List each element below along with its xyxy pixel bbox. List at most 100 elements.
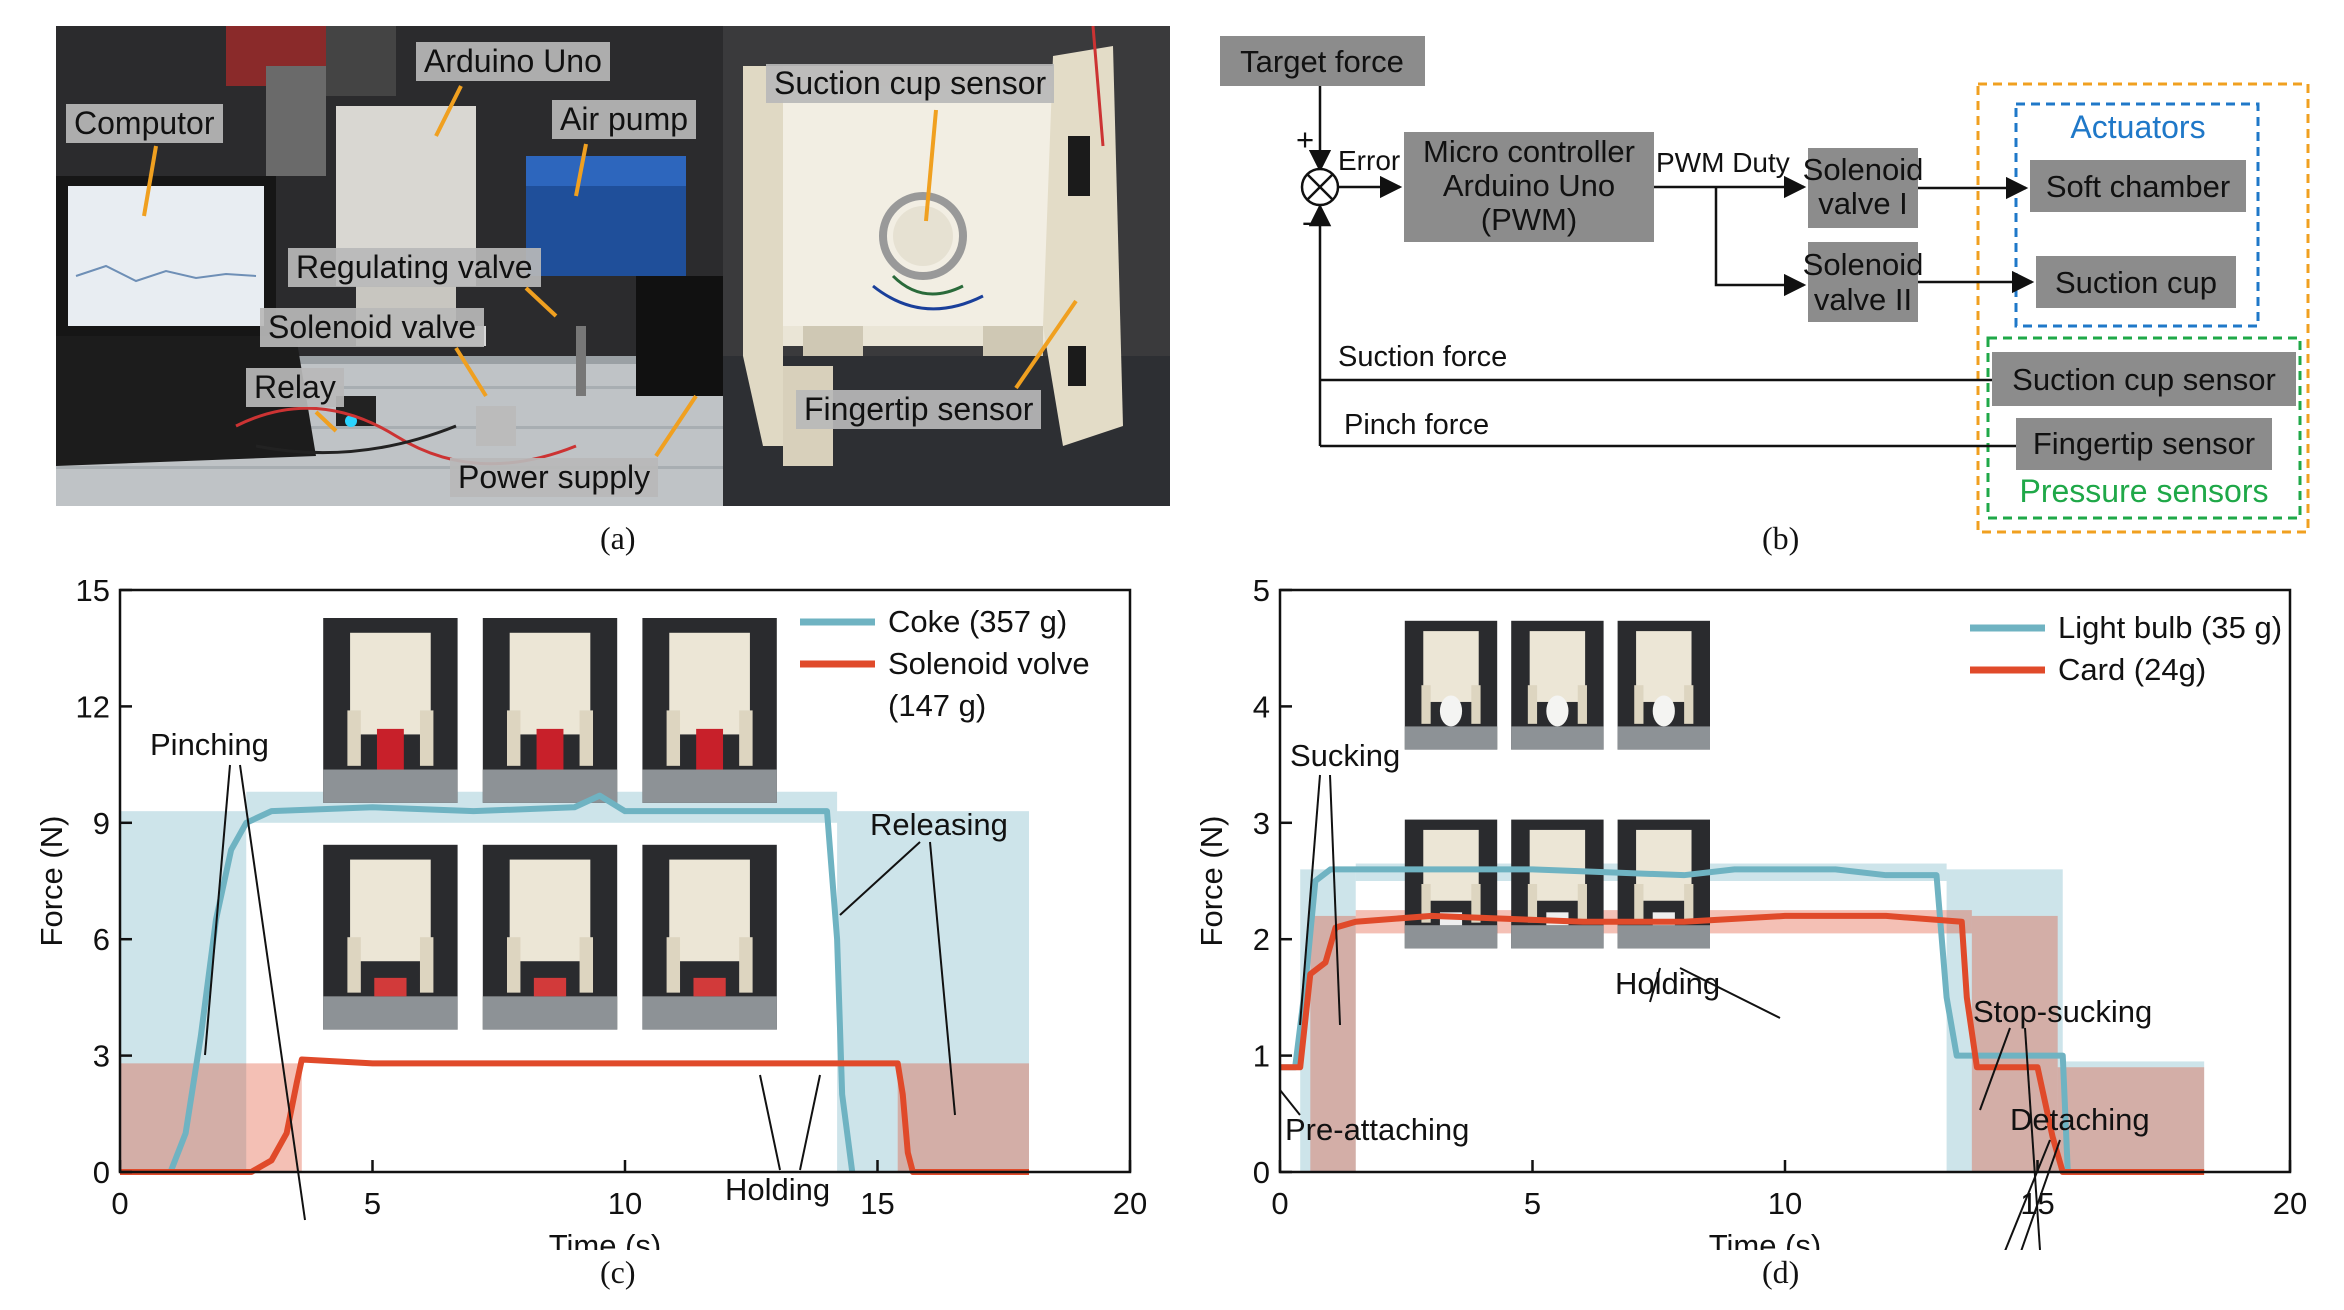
suction-force-label: Suction force bbox=[1338, 341, 1507, 373]
fingertip-sensor-box bbox=[2016, 418, 2272, 470]
annotation-stop_sucking: Stop-sucking bbox=[1973, 994, 2152, 1029]
minus-sign: - bbox=[1302, 204, 1312, 239]
label-regulating-valve: Regulating valve bbox=[288, 248, 541, 287]
chart-d: 05101520012345Time (s)Force (N)Light bul… bbox=[1194, 573, 2307, 1250]
suction-cup-sensor-box bbox=[1992, 352, 2296, 406]
label-power-supply: Power supply bbox=[450, 458, 659, 497]
suction-cup-sensor-label: Suction cup sensor bbox=[2012, 362, 2276, 397]
target-force-box bbox=[1220, 36, 1425, 86]
valve1-line-1: Solenoid bbox=[1803, 152, 1924, 187]
shaded-region-7 bbox=[2057, 1067, 2205, 1172]
shaded-region-3 bbox=[2062, 1061, 2205, 1172]
y-axis-label: Force (N) bbox=[1194, 816, 1229, 947]
annotation-leader-detaching-0 bbox=[2004, 1139, 2051, 1250]
panel-b-block-diagram: Target force + - Error Micro controller … bbox=[1220, 36, 2310, 534]
inset-photo-0 bbox=[1404, 620, 1498, 750]
x-tick-label-2: 10 bbox=[608, 1186, 642, 1221]
shaded-region-6 bbox=[1971, 915, 2058, 1172]
soft-chamber-label: Soft chamber bbox=[2046, 169, 2230, 204]
annotation-leader-holding-0 bbox=[759, 1074, 781, 1171]
y-tick-label-3: 3 bbox=[1253, 806, 1270, 841]
series-line-0 bbox=[1280, 866, 2071, 1173]
inset-photo-4 bbox=[1511, 819, 1604, 949]
soft-chamber-box bbox=[2030, 160, 2246, 212]
target-force-label: Target force bbox=[1240, 44, 1404, 79]
legend-label-1-1: (147 g) bbox=[888, 688, 986, 723]
legend-label-1: Card (24g) bbox=[2058, 652, 2206, 687]
solenoid-valve-1-box bbox=[1808, 148, 1918, 228]
label-solenoid-valve: Solenoid valve bbox=[260, 308, 485, 347]
y-tick-label-4: 12 bbox=[76, 689, 110, 724]
annotation-holding: Holding bbox=[725, 1172, 830, 1207]
inset-photo-4 bbox=[482, 844, 618, 1030]
suction-cup-label: Suction cup bbox=[2055, 265, 2217, 300]
x-tick-label-3: 15 bbox=[860, 1186, 894, 1221]
series-line-1 bbox=[120, 1056, 1029, 1175]
caption-b: (b) bbox=[1762, 520, 1800, 556]
x-tick-label-4: 20 bbox=[1113, 1186, 1147, 1221]
inset-photo-3 bbox=[323, 844, 458, 1030]
annotation-leader-holding-1 bbox=[799, 1074, 821, 1171]
inset-photo-5 bbox=[642, 844, 777, 1030]
shaded-region-4 bbox=[897, 1063, 1029, 1172]
caption-d: (d) bbox=[1762, 1254, 1800, 1290]
annotation-leader-holding-0 bbox=[1649, 967, 1661, 1003]
caption-c: (c) bbox=[600, 1254, 636, 1290]
controller-line-1: Micro controller bbox=[1423, 134, 1635, 169]
legend-label-0: Coke (357 g) bbox=[888, 604, 1067, 639]
panel-a: Computor Arduino Uno Air pump Regulating… bbox=[56, 26, 1170, 506]
annotation-leader-releasing-1 bbox=[929, 841, 956, 1116]
annotation-leader-detaching-1 bbox=[2020, 1139, 2061, 1250]
annotation-leader-holding-1 bbox=[1679, 967, 1781, 1019]
error-label: Error bbox=[1338, 145, 1400, 176]
solenoid-valve-2-box bbox=[1808, 242, 1918, 322]
valve1-line-2: valve I bbox=[1818, 186, 1908, 221]
annotation-leader-pre_attaching-0 bbox=[1279, 1089, 1301, 1116]
x-tick-label-0: 0 bbox=[1271, 1186, 1288, 1221]
annotation-detaching: Detaching bbox=[2010, 1102, 2150, 1137]
annotation-sucking: Sucking bbox=[1290, 738, 1400, 773]
actuators-dashed-box bbox=[2014, 102, 2260, 328]
inset-photo-3 bbox=[1404, 819, 1498, 949]
y-tick-label-1: 3 bbox=[93, 1039, 110, 1074]
annotation-leader-sucking-0 bbox=[1299, 774, 1321, 1026]
annotation-leader-sucking-1 bbox=[1329, 774, 1341, 1026]
controller-line-3: (PWM) bbox=[1481, 202, 1577, 237]
y-tick-label-2: 6 bbox=[93, 922, 110, 957]
y-tick-label-1: 1 bbox=[1253, 1039, 1270, 1074]
plus-sign: + bbox=[1296, 122, 1314, 157]
annotation-leader-stop_sucking-0 bbox=[1979, 1027, 2011, 1111]
pinch-force-label: Pinch force bbox=[1344, 409, 1489, 441]
x-axis-label: Time (s) bbox=[1709, 1228, 1822, 1250]
valve2-line-2: valve II bbox=[1814, 282, 1912, 317]
suction-cup-box bbox=[2036, 256, 2236, 308]
outer-dashed-box bbox=[1976, 82, 2310, 534]
y-tick-label-5: 5 bbox=[1253, 573, 1270, 608]
y-tick-label-5: 15 bbox=[76, 573, 110, 608]
pressure-dashed-box bbox=[1986, 336, 2302, 520]
panel-a-leaders bbox=[142, 85, 1078, 458]
inset-photo-0 bbox=[323, 618, 458, 803]
controller-box bbox=[1404, 132, 1654, 242]
controller-line-2: Arduino Uno bbox=[1443, 168, 1615, 203]
x-tick-label-1: 5 bbox=[364, 1186, 381, 1221]
y-axis-label: Force (N) bbox=[34, 816, 69, 947]
label-suction-cup-sensor: Suction cup sensor bbox=[766, 64, 1055, 103]
label-relay: Relay bbox=[246, 368, 344, 407]
y-tick-label-3: 9 bbox=[93, 806, 110, 841]
x-tick-label-0: 0 bbox=[111, 1186, 128, 1221]
label-computer: Computor bbox=[66, 104, 223, 143]
caption-a: (a) bbox=[600, 520, 636, 556]
annotation-leader-stop_sucking-1 bbox=[2024, 1027, 2041, 1250]
annotation-releasing: Releasing bbox=[870, 807, 1008, 842]
shaded-region-3 bbox=[120, 1063, 302, 1172]
x-tick-label-2: 10 bbox=[1768, 1186, 1802, 1221]
series-line-1 bbox=[1280, 912, 2205, 1175]
series-line-0 bbox=[120, 792, 856, 1175]
legend-label-0: Light bulb (35 g) bbox=[2058, 610, 2282, 645]
y-tick-label-4: 4 bbox=[1253, 689, 1270, 724]
shaded-region-4 bbox=[1310, 915, 1356, 1172]
inset-photo-1 bbox=[482, 618, 618, 803]
label-fingertip-sensor: Fingertip sensor bbox=[796, 390, 1042, 429]
